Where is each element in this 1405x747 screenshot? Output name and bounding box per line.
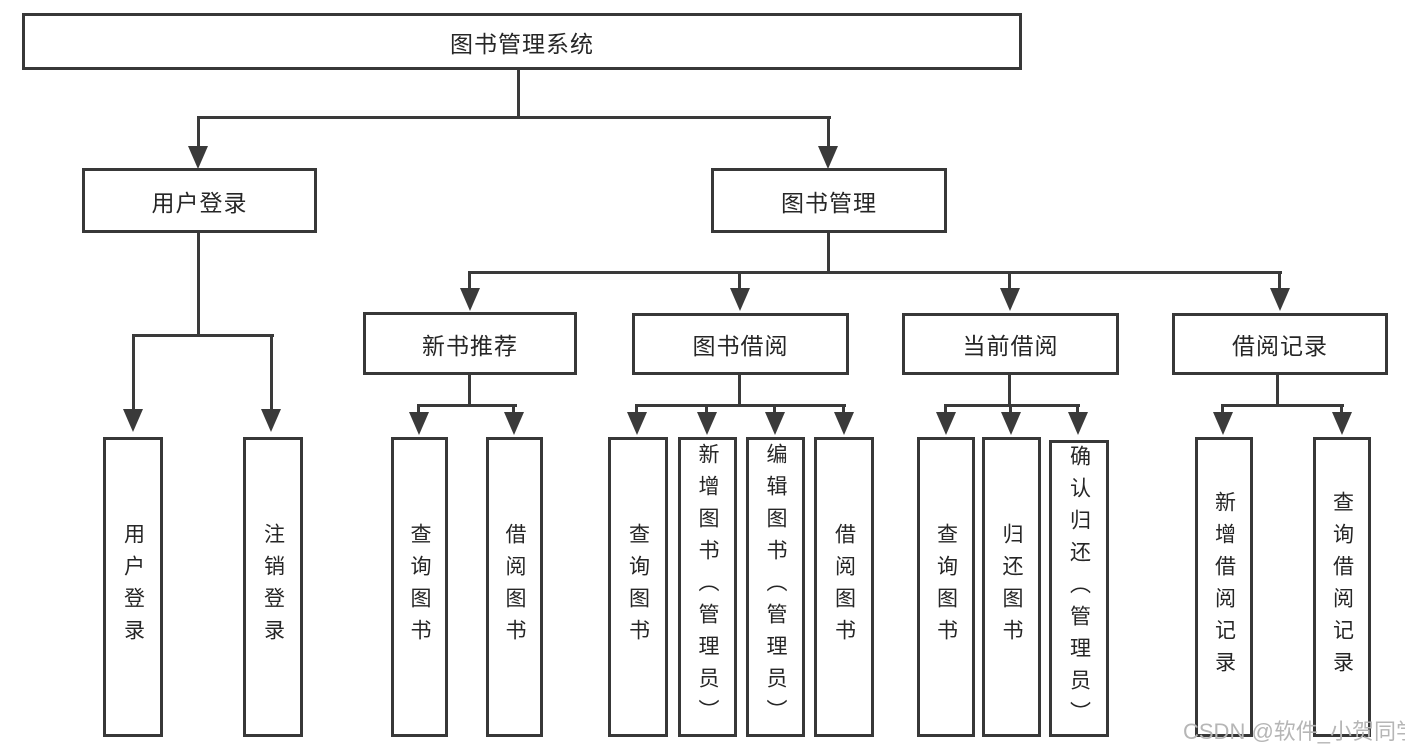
- arrow-to-current-borrow: [1000, 288, 1020, 311]
- leaf-query-book-recommend: 查询图书: [391, 437, 448, 737]
- leaf-confirm-return-admin: 确认归还（管理员）: [1049, 440, 1109, 737]
- connector-userlogin-stem: [197, 233, 200, 337]
- connector-l3-stem1: [468, 271, 471, 289]
- leaf-edit-book-admin: 编辑图书（管理员）: [746, 437, 805, 737]
- connector-currentborrow-stem: [1008, 375, 1011, 406]
- connector-currentborrow-stem3: [1076, 404, 1079, 414]
- connector-l3-stem4: [1278, 271, 1281, 289]
- arrow-bookborrow-leaf1: [627, 412, 647, 435]
- leaf-borrow-book-recommend: 借阅图书: [486, 437, 543, 737]
- leaf-return-book: 归还图书: [982, 437, 1041, 737]
- connector-bookborrow-stem2: [705, 404, 708, 414]
- connector-bookborrow-stem1: [635, 404, 638, 414]
- connector-userlogin-stem2: [270, 334, 273, 410]
- connector-userlogin-stem1: [132, 334, 135, 410]
- node-borrow-records: 借阅记录: [1172, 313, 1388, 375]
- connector-newbook-stem1: [417, 404, 420, 414]
- arrow-currentborrow-leaf2: [1001, 412, 1021, 435]
- connector-l2-hline: [197, 116, 831, 119]
- connector-borrowrecord-stem1: [1221, 404, 1224, 414]
- connector-newbook-stem2: [512, 404, 515, 414]
- arrow-to-leaf-logout: [261, 409, 281, 432]
- arrow-newbook-leaf1: [409, 412, 429, 435]
- connector-borrowrecord-hline: [1221, 404, 1344, 407]
- connector-newbook-stem: [468, 375, 471, 406]
- leaf-borrow-book: 借阅图书: [814, 437, 874, 737]
- arrow-to-book-borrow: [730, 288, 750, 311]
- connector-l2-stem-left: [197, 116, 200, 148]
- leaf-query-book-borrowing: 查询图书: [608, 437, 668, 737]
- node-book-management: 图书管理: [711, 168, 947, 233]
- arrow-newbook-leaf2: [504, 412, 524, 435]
- connector-newbook-hline: [417, 404, 517, 407]
- arrow-currentborrow-leaf3: [1068, 412, 1088, 435]
- arrow-bookborrow-leaf3: [765, 412, 785, 435]
- csdn-watermark: CSDN @软件_小贺同学: [1183, 719, 1405, 744]
- arrow-borrowrecord-leaf2: [1332, 412, 1352, 435]
- arrow-to-user-login: [188, 146, 208, 169]
- arrow-to-book-mgmt: [818, 146, 838, 169]
- node-current-borrowing: 当前借阅: [902, 313, 1119, 375]
- connector-userlogin-hline: [132, 334, 274, 337]
- node-user-login: 用户登录: [82, 168, 317, 233]
- connector-root-stem: [517, 69, 520, 119]
- connector-l3-hline: [468, 271, 1282, 274]
- leaf-user-login: 用户登录: [103, 437, 163, 737]
- connector-bookborrow-stem: [738, 375, 741, 406]
- node-new-book-recommend: 新书推荐: [363, 312, 577, 375]
- connector-bookborrow-stem4: [842, 404, 845, 414]
- connector-currentborrow-stem2: [1009, 404, 1012, 414]
- leaf-add-book-admin: 新增图书（管理员）: [678, 437, 737, 737]
- arrow-to-new-book: [460, 288, 480, 311]
- leaf-query-borrow-record: 查询借阅记录: [1313, 437, 1371, 737]
- arrow-currentborrow-leaf1: [936, 412, 956, 435]
- connector-bookborrow-stem3: [773, 404, 776, 414]
- arrow-to-leaf-user-login: [123, 409, 143, 432]
- connector-borrowrecord-stem2: [1340, 404, 1343, 414]
- arrow-to-borrow-record: [1270, 288, 1290, 311]
- connector-l3-stem2: [738, 271, 741, 289]
- connector-bookborrow-hline: [635, 404, 846, 407]
- connector-borrowrecord-stem: [1276, 375, 1279, 406]
- arrow-bookborrow-leaf4: [834, 412, 854, 435]
- arrow-bookborrow-leaf2: [697, 412, 717, 435]
- arrow-borrowrecord-leaf1: [1213, 412, 1233, 435]
- leaf-add-borrow-record: 新增借阅记录: [1195, 437, 1253, 737]
- connector-currentborrow-stem1: [944, 404, 947, 414]
- leaf-query-book-current: 查询图书: [917, 437, 975, 737]
- leaf-logout: 注销登录: [243, 437, 303, 737]
- node-book-borrowing: 图书借阅: [632, 313, 849, 375]
- connector-l2-stem-right: [827, 116, 830, 148]
- connector-l3-stem3: [1008, 271, 1011, 289]
- connector-bookmgmt-stem: [827, 233, 830, 274]
- connector-currentborrow-hline: [944, 404, 1080, 407]
- root-node-library-system: 图书管理系统: [22, 13, 1022, 70]
